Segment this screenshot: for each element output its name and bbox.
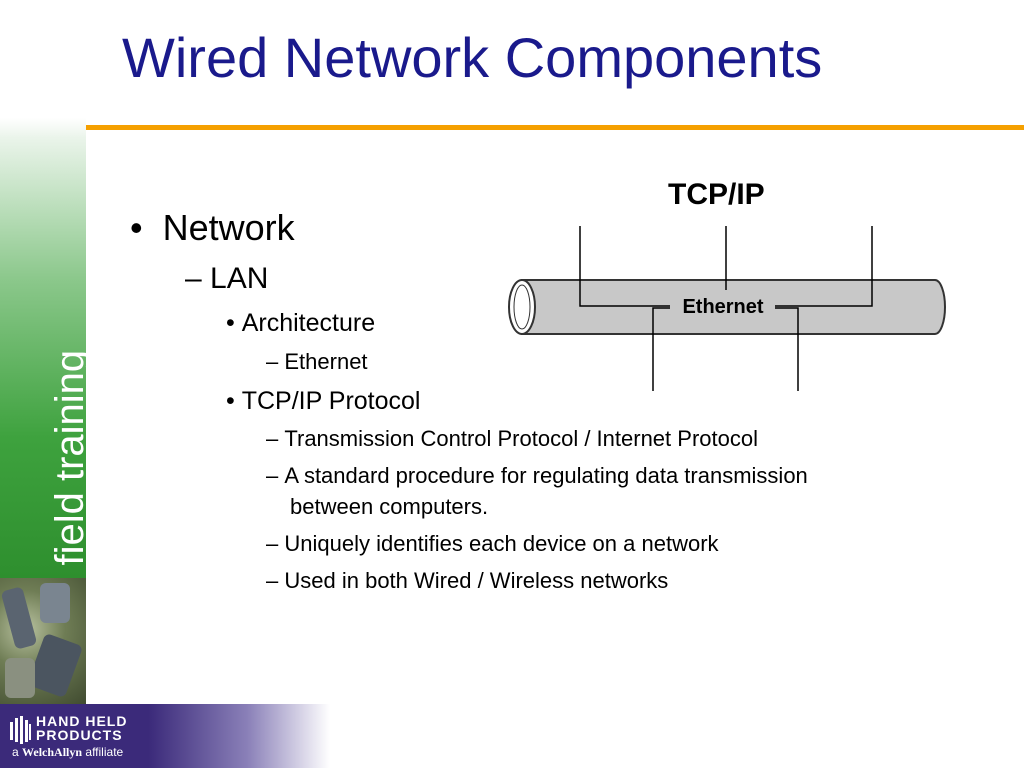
barcode-logo-icon xyxy=(10,716,31,744)
terminal-device-image xyxy=(40,583,70,623)
lower-connector-right xyxy=(775,307,799,391)
bullet-marker: – xyxy=(266,531,279,556)
slide-title: Wired Network Components xyxy=(122,26,823,89)
lower-connector-left xyxy=(652,307,670,391)
bullet-marker: – xyxy=(266,426,279,451)
affiliate-prefix: a xyxy=(12,745,19,759)
bullet-marker: • xyxy=(226,387,235,415)
upper-connector-right xyxy=(775,226,873,307)
scanner-device-image xyxy=(0,586,38,650)
bullet-marker: – xyxy=(266,568,279,593)
bullet-item: – Used in both Wired / Wireless networks xyxy=(266,570,668,592)
bullet-text: Network xyxy=(162,207,295,248)
bullet-text: Ethernet xyxy=(284,349,368,374)
bullet-text: Used in both Wired / Wireless networks xyxy=(284,568,669,593)
cable-end-inner xyxy=(513,284,531,330)
bullet-text: between computers. xyxy=(290,494,489,519)
bullet-text: LAN xyxy=(210,262,269,295)
bullet-text: A standard procedure for regulating data… xyxy=(284,463,808,488)
bullet-marker: • xyxy=(130,207,143,248)
bullet-item: – Uniquely identifies each device on a n… xyxy=(266,533,719,555)
bullet-item: – Ethernet xyxy=(266,351,368,373)
hand-device-image xyxy=(5,658,35,698)
ethernet-cable-label: Ethernet xyxy=(682,296,763,318)
footer-logo-band: HAND HELD PRODUCTS a WelchAllyn affiliat… xyxy=(0,704,330,768)
bullet-marker: – xyxy=(266,463,279,488)
bullet-item: – Transmission Control Protocol / Intern… xyxy=(266,428,758,450)
ethernet-cable-diagram: Ethernet xyxy=(508,226,946,391)
upper-connector-left xyxy=(579,226,670,307)
brand-name-line2: PRODUCTS xyxy=(36,727,123,743)
affiliate-line: a WelchAllyn affiliate xyxy=(12,746,123,758)
bullet-marker: – xyxy=(185,262,202,295)
bullet-text: Architecture xyxy=(241,309,376,337)
bullet-text: Transmission Control Protocol / Internet… xyxy=(284,426,758,451)
bullet-marker: – xyxy=(266,349,279,374)
affiliate-suffix: affiliate xyxy=(85,745,124,759)
bullet-item-continuation: between computers. xyxy=(290,496,488,518)
bullet-item: • Network xyxy=(130,210,295,246)
brand-name-line1: HAND HELD xyxy=(36,713,128,729)
bullet-marker: • xyxy=(226,309,235,337)
tcpip-diagram-label: TCP/IP xyxy=(668,178,765,211)
scanner-devices-photo xyxy=(0,578,86,706)
bullet-text: TCP/IP Protocol xyxy=(241,387,421,415)
cable-body xyxy=(521,279,946,335)
bullet-item: • TCP/IP Protocol xyxy=(226,389,421,414)
title-divider xyxy=(52,125,1024,130)
bullet-text: Uniquely identifies each device on a net… xyxy=(284,531,719,556)
bullet-item: – LAN xyxy=(185,264,268,294)
affiliate-brand: WelchAllyn xyxy=(22,745,83,759)
bullet-item: • Architecture xyxy=(226,311,375,336)
bullet-item: – A standard procedure for regulating da… xyxy=(266,465,808,487)
